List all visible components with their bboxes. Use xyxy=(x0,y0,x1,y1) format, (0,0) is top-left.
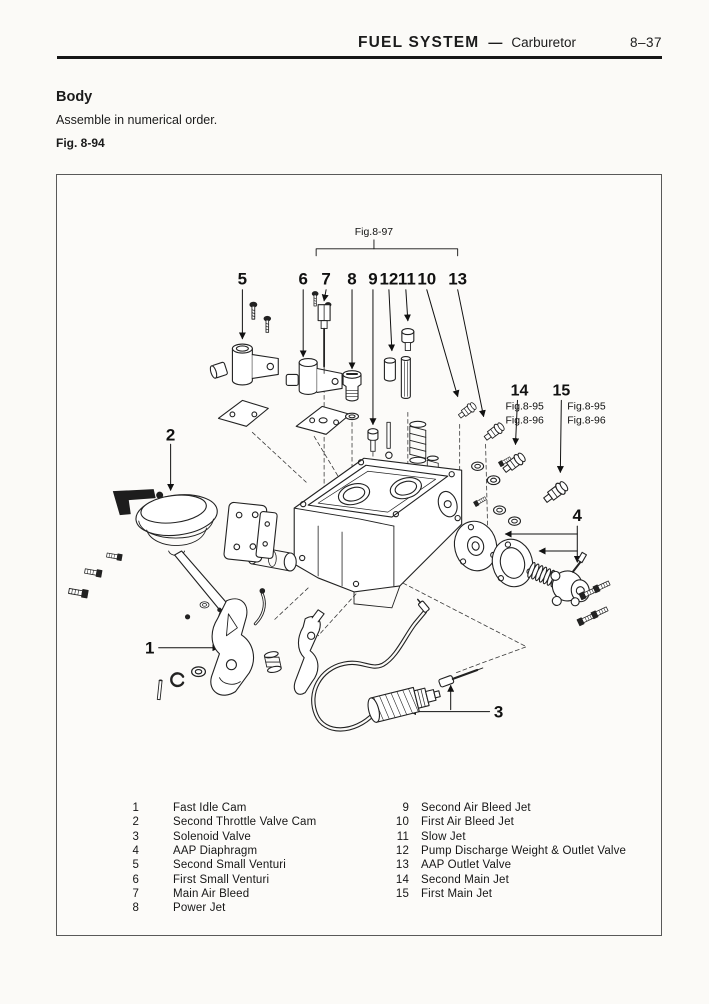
parts-list-row: 1 Fast Idle Cam xyxy=(119,801,381,815)
fig-8-97-label: Fig.8-97 xyxy=(355,227,394,238)
part-name: First Main Jet xyxy=(421,888,493,901)
part-name: Solenoid Valve xyxy=(173,830,251,843)
callout-4: 4 xyxy=(573,506,583,525)
part-name: Power Jet xyxy=(173,902,226,915)
ref-label-14-fig-8-96: Fig.8-96 xyxy=(506,415,545,426)
carburetor-body xyxy=(246,457,463,609)
part-number: 13 xyxy=(395,859,409,872)
parts-list-row: 10 First Air Bleed Jet xyxy=(387,815,659,829)
part-7-main-air-bleed xyxy=(317,304,331,374)
header-dash: — xyxy=(488,34,503,50)
callout-12: 12 xyxy=(379,270,398,289)
part-name: Slow Jet xyxy=(421,830,466,843)
part-number: 2 xyxy=(132,816,139,829)
figure-box: Fig.8-97 5 6 7 8 9 12 11 10 13 2 1 3 4 1… xyxy=(56,174,662,936)
part-name: First Small Venturi xyxy=(173,873,270,886)
part-name: Main Air Bleed xyxy=(173,888,250,901)
callout-1: 1 xyxy=(145,639,154,658)
parts-list-row: 15 First Main Jet xyxy=(387,887,659,901)
part-name: Second Small Venturi xyxy=(173,859,286,872)
ref-label-15-fig-8-96: Fig.8-96 xyxy=(567,415,606,426)
part-name: Second Main Jet xyxy=(421,873,509,886)
part-5-second-small-venturi xyxy=(209,343,279,427)
parts-list-row: 4 AAP Diaphragm xyxy=(119,844,381,858)
callout-6: 6 xyxy=(298,270,307,289)
part-number: 10 xyxy=(395,816,409,829)
part-11-slow-jet xyxy=(400,328,415,399)
part-12-pump-discharge-weight xyxy=(383,357,396,460)
part-number: 9 xyxy=(402,802,409,814)
part-name: First Air Bleed Jet xyxy=(421,816,514,829)
callout-3: 3 xyxy=(494,703,503,722)
assembly-instruction: Assemble in numerical order. xyxy=(56,113,218,127)
part-number: 12 xyxy=(395,845,409,858)
parts-list-row: 3 Solenoid Valve xyxy=(119,830,381,844)
part-15-first-main-jet xyxy=(540,478,571,506)
part-name: Second Throttle Valve Cam xyxy=(173,816,317,829)
callout-5: 5 xyxy=(238,270,247,289)
part-number: 4 xyxy=(132,845,139,858)
callout-9: 9 xyxy=(368,270,377,289)
part-2-assembly xyxy=(67,489,278,628)
parts-list-row: 6 First Small Venturi xyxy=(119,873,381,887)
part-13-aap-outlet-valve xyxy=(481,420,507,444)
parts-list-row: 14 Second Main Jet xyxy=(387,873,659,887)
parts-list-left-column: 1 Fast Idle Cam 2 Second Throttle Valve Ca… xyxy=(119,801,381,916)
parts-list-row: 11 Slow Jet xyxy=(387,830,659,844)
ref-label-14-fig-8-95: Fig.8-95 xyxy=(506,401,545,412)
parts-list-row: 7 Main Air Bleed xyxy=(119,887,381,901)
part-name: Second Air Bleed Jet xyxy=(421,802,531,814)
part-number: 15 xyxy=(395,888,409,901)
parts-list-row: 5 Second Small Venturi xyxy=(119,858,381,872)
part-number: 11 xyxy=(396,830,409,843)
part-name: AAP Diaphragm xyxy=(173,845,258,858)
figure-number-label: Fig. 8-94 xyxy=(56,136,105,150)
part-number: 7 xyxy=(132,888,139,901)
header-section-title: FUEL SYSTEM xyxy=(357,34,480,51)
part-4-aap-diaphragm xyxy=(453,520,611,627)
header-page-number: 8–37 xyxy=(629,35,662,50)
parts-list-row: 9 Second Air Bleed Jet xyxy=(387,801,659,815)
header-rule xyxy=(57,56,662,59)
header-subsection: Carburetor xyxy=(511,35,576,50)
callout-15: 15 xyxy=(552,382,570,399)
part-number: 5 xyxy=(132,859,139,872)
part-1-fast-idle-cam xyxy=(156,588,325,701)
callout-8: 8 xyxy=(347,270,356,289)
ref-label-15-fig-8-95: Fig.8-95 xyxy=(567,401,606,412)
parts-list-row: 8 Power Jet xyxy=(119,901,381,915)
part-10-first-air-bleed-jet xyxy=(456,400,479,421)
callout-11: 11 xyxy=(398,270,416,289)
part-9-second-air-bleed-jet xyxy=(367,428,379,452)
callout-10: 10 xyxy=(417,270,436,289)
part-name: Fast Idle Cam xyxy=(173,802,247,814)
part-number: 6 xyxy=(132,873,139,886)
parts-list-row: 13 AAP Outlet Valve xyxy=(387,858,659,872)
parts-list-row: 2 Second Throttle Valve Cam xyxy=(119,815,381,829)
fig-8-97-bracket xyxy=(315,239,459,257)
part-name: Pump Discharge Weight & Outlet Valve xyxy=(421,845,627,858)
parts-list-row: 12 Pump Discharge Weight & Outlet Valve xyxy=(387,844,659,858)
parts-list-right-column: 9 Second Air Bleed Jet 10 First Air Bleed … xyxy=(387,801,659,901)
part-number: 14 xyxy=(395,873,409,886)
callout-leader-lines xyxy=(158,289,581,716)
part-number: 1 xyxy=(132,802,139,814)
part-number: 3 xyxy=(132,830,139,843)
callout-2: 2 xyxy=(166,425,175,444)
callout-14: 14 xyxy=(511,382,529,399)
callout-13: 13 xyxy=(448,270,467,289)
carburetor-exploded-diagram: Fig.8-97 5 6 7 8 9 12 11 10 13 2 1 3 4 1… xyxy=(67,227,611,732)
part-3-solenoid-valve xyxy=(311,598,484,732)
page-header: FUEL SYSTEM — Carburetor 8–37 xyxy=(57,34,662,52)
section-title: Body xyxy=(56,89,93,105)
part-6-first-small-venturi xyxy=(285,357,351,435)
callout-7: 7 xyxy=(321,270,330,289)
part-name: AAP Outlet Valve xyxy=(421,859,512,872)
part-number: 8 xyxy=(132,902,139,915)
part-8-power-jet xyxy=(342,370,362,421)
